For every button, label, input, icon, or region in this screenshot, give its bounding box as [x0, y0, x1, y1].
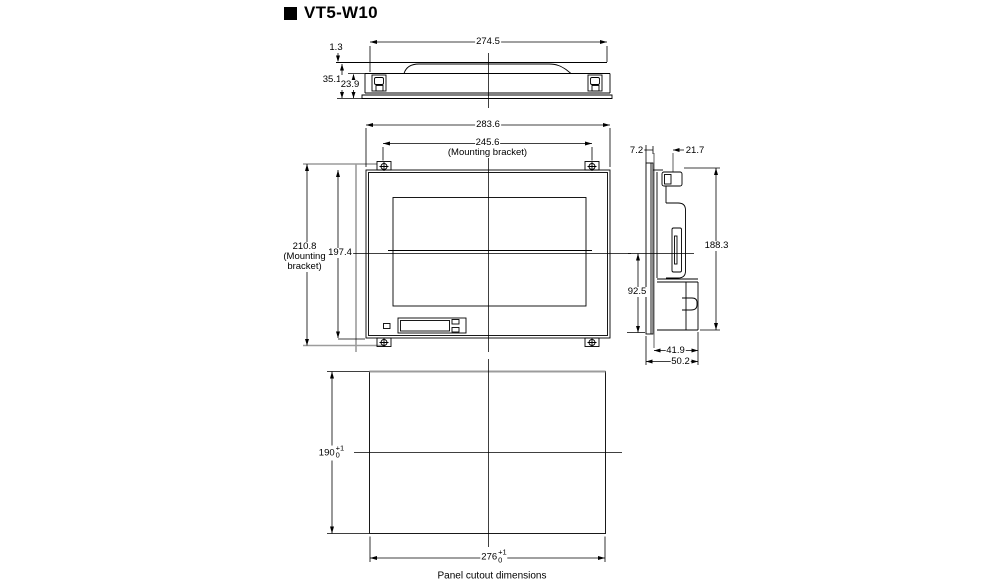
front-view-dimension-lines	[306, 124, 611, 346]
dim-front-bracket-width: 245.6	[474, 136, 501, 148]
dim-side-bezel-depth: 7.2	[628, 144, 645, 156]
front-view-drawing	[365, 161, 611, 347]
side-view-extension-lines-gray	[653, 153, 674, 348]
dim-top-overall-width: 274.5	[475, 36, 501, 47]
front-view-centerlines	[346, 157, 631, 352]
dim-top-total-height: 35.1	[321, 73, 343, 85]
dim-side-center-to-bottom: 92.5	[626, 286, 648, 297]
figure-title: VT5-W10	[284, 3, 378, 23]
model-name: VT5-W10	[304, 3, 378, 22]
dim-side-overall-depth: 50.2	[670, 355, 691, 367]
title-bullet-icon	[284, 6, 297, 20]
panel-cutout-caption: Panel cutout dimensions	[437, 570, 547, 582]
dim-top-body-height: 23.9	[339, 78, 361, 90]
dim-side-overall-height: 188.3	[703, 239, 730, 251]
dim-front-panel-height: 197.4	[327, 247, 353, 258]
dim-side-body-depth: 41.9	[665, 344, 686, 356]
dim-top-front-lip: 1.3	[328, 42, 344, 53]
front-view-dimension-arrows	[305, 123, 610, 346]
top-view-drawing	[336, 62, 613, 99]
dim-front-overall-width: 283.6	[475, 118, 501, 130]
top-view-dimension-arrows	[336, 40, 607, 99]
dim-front-bracket-height: 210.8 (Mounting bracket)	[282, 240, 327, 272]
side-view-dimension-lines	[627, 145, 720, 365]
side-view-drawing	[645, 162, 699, 335]
dim-side-front-section-depth: 21.7	[684, 144, 706, 156]
panel-cutout-centerlines	[354, 359, 622, 547]
panel-cutout-dimension-arrows	[330, 371, 605, 560]
front-view-extension-lines-gray	[303, 163, 385, 352]
dim-front-bracket-width-note: (Mounting bracket)	[446, 146, 529, 158]
